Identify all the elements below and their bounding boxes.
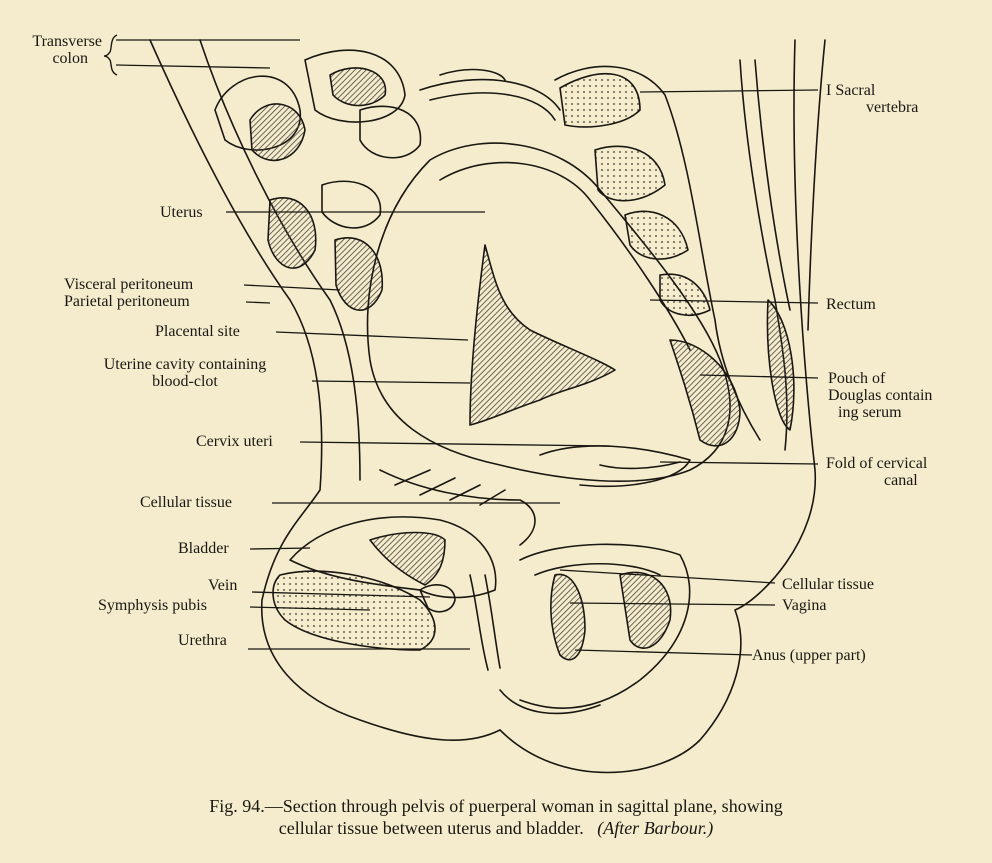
anus xyxy=(550,573,586,661)
label-cellular-tissue-left: Cellular tissue xyxy=(140,494,232,511)
caption-line-2-main: cellular tissue between uterus and bladd… xyxy=(278,818,584,838)
anterior-wall-inner xyxy=(199,39,361,481)
label-line: ing serum xyxy=(838,404,902,421)
vagina-outline xyxy=(519,543,691,709)
label-vein: Vein xyxy=(208,577,238,594)
intestine-loop-6 xyxy=(321,180,382,229)
label-parietal-peritoneum: Parietal peritoneum xyxy=(64,293,190,310)
intestine-loop-5 xyxy=(359,105,422,159)
caption-line-1: Fig. 94.—Section through pelvis of puerp… xyxy=(209,796,783,816)
blood-clot xyxy=(469,244,616,426)
leader-cervix-uteri xyxy=(299,441,611,447)
leader-placental-site xyxy=(275,331,469,341)
uterus-outline xyxy=(366,142,731,482)
label-line: Transverse xyxy=(32,33,102,50)
label-bladder: Bladder xyxy=(178,540,229,557)
posterior-inner xyxy=(807,39,826,331)
anterior-abdominal-wall xyxy=(149,39,501,742)
sacrum-outline xyxy=(554,65,761,441)
leader-pouch xyxy=(699,374,819,379)
label-line: Fold of cervical xyxy=(826,455,928,472)
leader-vagina xyxy=(569,602,776,606)
sacral-vertebra-3 xyxy=(624,210,689,260)
leader-bladder xyxy=(249,547,311,550)
caption-credit: (After Barbour.) xyxy=(597,818,714,838)
cellular-tissue-zone xyxy=(379,469,536,546)
uterus-wall-inner xyxy=(439,161,691,351)
caption-line-2: cellular tissue between uterus and bladd… xyxy=(40,817,952,839)
label-pouch-of-douglas: Pouch of Douglas contain ing serum xyxy=(828,370,932,421)
sacral-vertebra-1 xyxy=(559,72,641,128)
label-urethra: Urethra xyxy=(178,632,227,649)
leader-visceral-peritoneum xyxy=(243,284,341,291)
label-rectum: Rectum xyxy=(826,296,876,313)
intestine-loop-4 xyxy=(329,67,387,107)
cervix xyxy=(539,445,691,488)
label-vagina: Vagina xyxy=(782,597,827,614)
label-uterine-cavity: Uterine cavity containing blood-clot xyxy=(70,356,300,390)
label-visceral-peritoneum: Visceral peritoneum xyxy=(64,276,194,293)
leader-parietal-peritoneum xyxy=(245,301,271,304)
label-line: Pouch of xyxy=(828,370,886,387)
transverse-colon-brace xyxy=(103,34,118,76)
label-line: Uterine cavity containing xyxy=(103,356,267,373)
leader-transverse-colon xyxy=(115,39,300,69)
intestine-loop-8 xyxy=(334,237,384,311)
omentum-lines xyxy=(419,68,561,121)
label-line: vertebra xyxy=(866,99,919,116)
label-fold-cervical-canal: Fold of cervical canal xyxy=(826,455,927,489)
rectum-fill xyxy=(766,299,795,431)
anal-sphincter xyxy=(619,571,672,649)
cervical-fold xyxy=(599,461,681,470)
sacral-vertebra-2 xyxy=(594,145,666,202)
leader-symphysis xyxy=(249,606,371,611)
label-line: colon xyxy=(52,50,88,67)
intestine-loop-3 xyxy=(304,49,406,123)
symphysis-pubis xyxy=(272,570,436,651)
label-placental-site: Placental site xyxy=(155,323,240,340)
label-line: blood-clot xyxy=(152,373,218,390)
label-line: canal xyxy=(884,472,918,489)
intestine-loop-2 xyxy=(249,103,306,162)
leader-sacral xyxy=(639,89,819,93)
bladder-fill xyxy=(369,531,446,586)
label-uterus: Uterus xyxy=(160,204,203,221)
leader-fold xyxy=(659,461,819,465)
pouch-of-douglas xyxy=(669,339,741,447)
vein xyxy=(419,584,456,613)
urethra xyxy=(469,574,501,671)
label-line: I Sacral xyxy=(826,82,876,99)
intestine-loop-1 xyxy=(214,75,301,151)
intestine-loop-7 xyxy=(267,197,317,269)
leader-anus xyxy=(574,649,753,656)
label-anus: Anus (upper part) xyxy=(752,647,866,664)
leader-cellular-tissue-right xyxy=(559,569,776,584)
leader-uterine-cavity xyxy=(311,380,471,384)
perineum xyxy=(499,689,601,715)
label-cervix-uteri: Cervix uteri xyxy=(196,433,273,450)
leader-rectum xyxy=(649,299,819,304)
label-symphysis-pubis: Symphysis pubis xyxy=(98,597,207,614)
label-cellular-tissue-right: Cellular tissue xyxy=(782,576,874,593)
label-line: Douglas contain xyxy=(828,387,933,404)
label-transverse-colon: Transverse colon xyxy=(0,33,102,67)
leader-vein xyxy=(251,591,431,598)
figure-caption: Fig. 94.—Section through pelvis of puerp… xyxy=(40,795,952,839)
posterior-skin xyxy=(499,39,816,774)
label-sacral-vertebra: I Sacral vertebra xyxy=(826,82,918,116)
